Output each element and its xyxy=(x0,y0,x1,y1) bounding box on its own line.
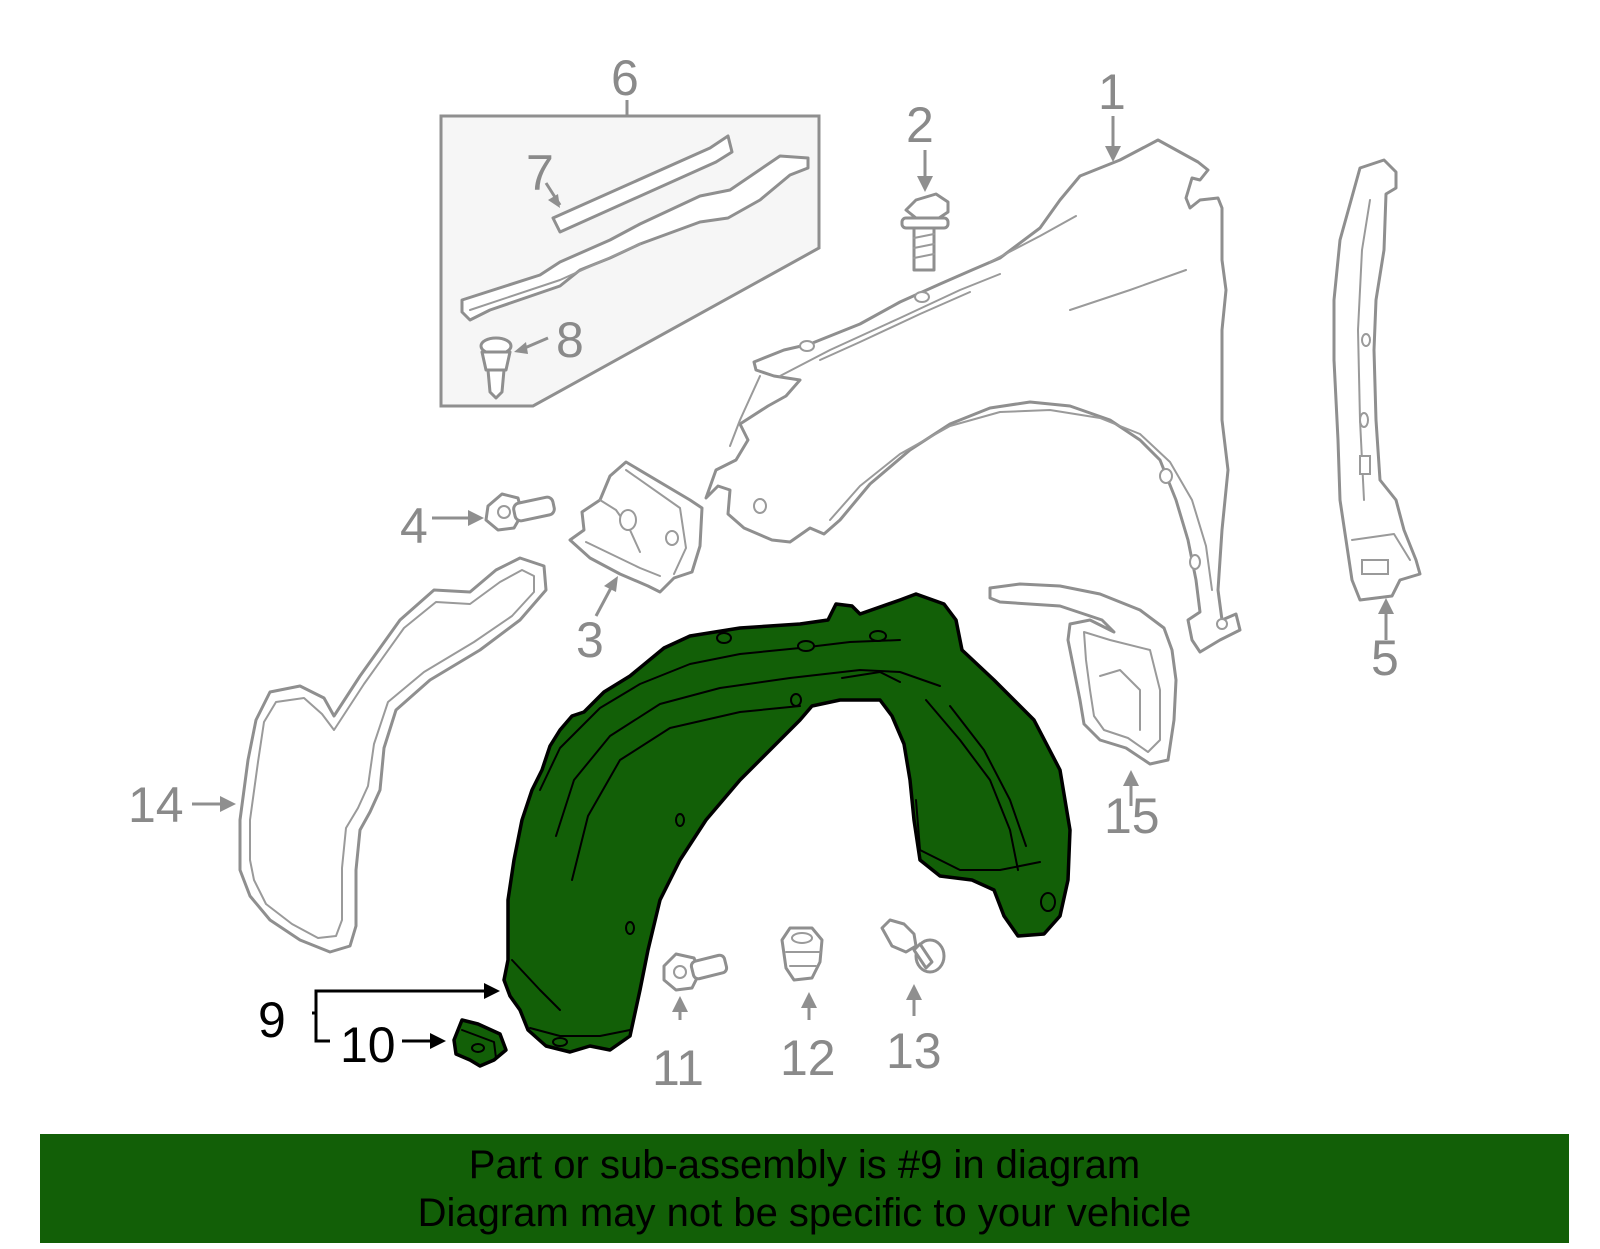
part-14-mud-flap[interactable] xyxy=(238,556,548,954)
part-7-seal xyxy=(551,134,734,234)
callout-9: 9 xyxy=(258,992,286,1048)
callout-1: 1 xyxy=(1098,64,1126,120)
banner-line-disclaimer: Diagram may not be specific to your vehi… xyxy=(417,1191,1192,1235)
part-3-bracket[interactable] xyxy=(568,460,704,594)
callout-12: 12 xyxy=(780,1030,836,1086)
callout-7: 7 xyxy=(526,145,554,201)
part-6-bracket xyxy=(460,154,810,322)
part-4-bolt[interactable] xyxy=(484,492,556,532)
banner-line-part: Part or sub-assembly is #9 in diagram xyxy=(468,1143,1141,1187)
callout-13: 13 xyxy=(886,1023,942,1079)
part-15-splash-guard[interactable] xyxy=(988,582,1178,766)
info-banner: Part or sub-assembly is #9 in diagram Di… xyxy=(40,1134,1569,1243)
callout-4: 4 xyxy=(400,498,428,554)
callout-6: 6 xyxy=(611,50,639,106)
callout-14: 14 xyxy=(128,777,184,833)
part-5-side-bracket[interactable] xyxy=(1332,158,1422,602)
part-8-clip[interactable] xyxy=(479,336,513,400)
callout-5: 5 xyxy=(1371,630,1399,686)
part-1-fender[interactable] xyxy=(704,138,1242,654)
part-13-push-clip[interactable] xyxy=(880,918,946,974)
callout-2: 2 xyxy=(906,97,934,153)
part-10-clip[interactable] xyxy=(452,1018,508,1068)
part-11-bolt[interactable] xyxy=(662,952,729,992)
callout-8: 8 xyxy=(556,312,584,368)
callout-10: 10 xyxy=(340,1017,396,1073)
callout-11: 11 xyxy=(652,1040,704,1096)
part-12-nut[interactable] xyxy=(780,926,824,982)
callout-15: 15 xyxy=(1104,788,1160,844)
part-9-fender-liner[interactable] xyxy=(502,592,1072,1054)
part-6-subassembly-box[interactable] xyxy=(439,114,821,408)
callout-3: 3 xyxy=(576,612,604,668)
part-2-bolt[interactable] xyxy=(900,192,950,272)
